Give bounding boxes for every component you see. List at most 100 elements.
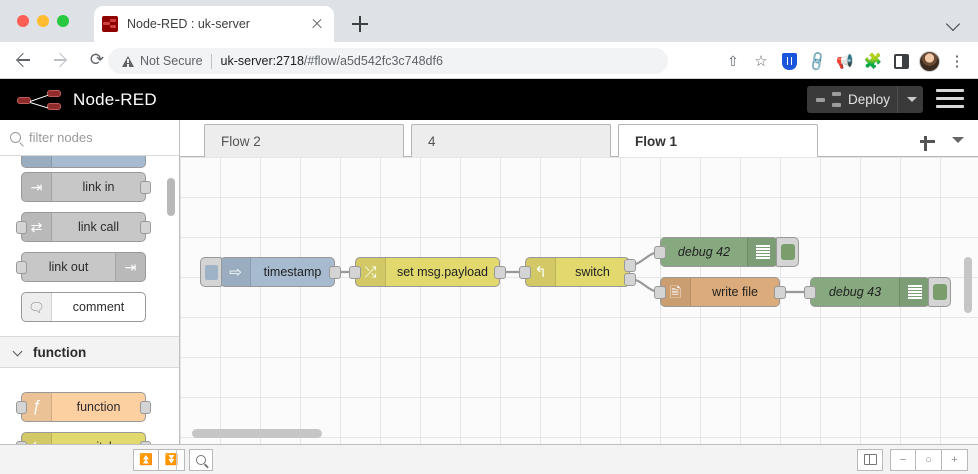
input-port[interactable] [16, 401, 27, 414]
canvas-horizontal-scrollbar[interactable] [192, 429, 322, 438]
input-port[interactable] [519, 266, 531, 279]
main-menu-hamburger-icon[interactable] [936, 88, 964, 110]
flow-tab-flow-2[interactable]: Flow 2 [204, 124, 404, 157]
output-port-1[interactable] [624, 259, 636, 272]
output-port[interactable] [140, 441, 151, 444]
deploy-flow-icon [815, 91, 842, 109]
debug-toggle-button[interactable] [776, 237, 799, 267]
palette-node-label: link call [78, 220, 119, 234]
new-tab-button[interactable] [349, 13, 371, 35]
security-label: Not Secure [140, 54, 203, 68]
flow-node-change[interactable]: ⤮ set msg.payload [349, 257, 506, 287]
divider [210, 53, 212, 69]
browser-toolbar-icons: ⇧ ☆ 🔗 📢 🧩 ⋮ [720, 48, 970, 74]
shield-extension-icon[interactable] [776, 48, 802, 74]
zoom-controls: − ○ + [857, 448, 968, 471]
flow-node-label: debug 42 [677, 245, 731, 259]
deploy-label: Deploy [847, 92, 890, 107]
nodered-favicon-icon [102, 16, 118, 32]
kebab-menu-icon[interactable]: ⋮ [949, 53, 965, 70]
input-port[interactable] [16, 441, 27, 444]
flow-node-inject[interactable]: ⇨ timestamp [200, 257, 341, 287]
brand-title: Node-RED [73, 89, 157, 109]
comment-icon: 🗨 [22, 293, 52, 321]
palette-node-label: function [76, 400, 121, 414]
megaphone-icon[interactable]: 📢 [836, 52, 854, 69]
input-port[interactable] [654, 286, 666, 299]
palette-node-function[interactable]: ƒ function [16, 392, 151, 422]
flow-tab-label: 4 [428, 133, 436, 149]
palette-node-link-in[interactable]: ⇥ link in [21, 172, 151, 202]
expand-all-icon[interactable]: ⏬ [159, 448, 185, 471]
side-panel-icon[interactable] [888, 48, 914, 74]
output-port[interactable] [140, 181, 151, 194]
add-flow-button[interactable] [918, 132, 936, 151]
zoom-in-button[interactable]: + [942, 448, 968, 471]
back-button[interactable] [8, 45, 38, 75]
inject-trigger-button[interactable] [200, 257, 222, 287]
deploy-button[interactable]: Deploy [806, 86, 923, 113]
input-port[interactable] [804, 286, 816, 299]
deploy-dropdown-chevron-icon[interactable] [897, 86, 923, 113]
flow-node-label: debug 43 [828, 285, 882, 299]
palette-node-label: comment [72, 300, 125, 314]
flow-node-write-file[interactable]: 🖹 write file [654, 277, 786, 307]
nodered-logo[interactable]: Node-RED [17, 89, 157, 111]
flow-node-debug-43[interactable]: debug 43 [804, 277, 951, 307]
palette-node-comment[interactable]: 🗨 comment [21, 292, 146, 322]
palette-node-link-call[interactable]: ⇄ link call [16, 212, 151, 242]
star-icon[interactable]: ☆ [754, 53, 768, 70]
browser-tab[interactable]: Node-RED : uk-server [94, 6, 334, 42]
flow-canvas[interactable]: ⇨ timestamp ⤮ set msg.payload ↰ switch d… [180, 157, 978, 444]
canvas-vertical-scrollbar[interactable] [964, 257, 972, 313]
palette-category-function[interactable]: function [0, 336, 179, 368]
url-host: uk-server:2718 [220, 54, 304, 68]
zoom-reset-button[interactable]: ○ [916, 448, 942, 471]
flow-tab-4[interactable]: 4 [411, 124, 611, 157]
flow-node-switch[interactable]: ↰ switch [519, 257, 636, 287]
share-icon[interactable]: ⇧ [727, 52, 739, 69]
palette-node-switch[interactable]: ↰ switch [16, 432, 151, 444]
palette-node-label: link out [48, 260, 89, 274]
palette-scrollbar[interactable] [167, 178, 175, 216]
flow-node-debug-42[interactable]: debug 42 [654, 237, 799, 267]
output-port[interactable] [494, 266, 506, 279]
flow-list-chevron-down-icon[interactable] [950, 135, 966, 147]
reload-icon[interactable]: ⟳ [89, 50, 105, 69]
output-port[interactable] [140, 401, 151, 414]
maximize-window-button[interactable] [57, 15, 69, 27]
debug-bars-icon [899, 278, 929, 306]
debug-toggle-button[interactable] [928, 277, 951, 307]
avatar[interactable] [916, 48, 942, 74]
search-flows-button[interactable] [189, 448, 213, 471]
input-port[interactable] [16, 221, 27, 234]
flow-tab-flow-1[interactable]: Flow 1 [618, 124, 818, 157]
link-icon[interactable]: 🔗 [804, 49, 829, 73]
node-icon [22, 156, 52, 167]
forward-button[interactable] [46, 45, 76, 75]
input-port[interactable] [16, 261, 27, 274]
output-port-2[interactable] [624, 273, 636, 286]
input-port[interactable] [349, 266, 361, 279]
nodered-logo-icon [17, 89, 63, 111]
close-window-button[interactable] [17, 15, 29, 27]
close-icon[interactable] [308, 15, 326, 33]
puzzle-extensions-icon[interactable]: 🧩 [863, 53, 883, 70]
chevron-down-icon[interactable] [947, 17, 960, 30]
flow-node-label: write file [712, 285, 758, 299]
output-port[interactable] [140, 221, 151, 234]
flow-tab-label: Flow 1 [635, 133, 678, 149]
palette-node-link-out[interactable]: ⇥ link out [16, 252, 146, 282]
link-out-icon: ⇥ [115, 253, 145, 281]
filter-nodes-input[interactable]: filter nodes [0, 120, 179, 156]
navigator-map-icon[interactable] [857, 448, 883, 471]
address-bar[interactable]: Not Secure uk-server:2718 /#flow/a5d542f… [108, 48, 668, 74]
minimize-window-button[interactable] [37, 15, 49, 27]
output-port[interactable] [329, 266, 341, 279]
output-port[interactable] [774, 286, 786, 299]
window-traffic-lights [17, 15, 69, 27]
palette-node-clipped[interactable] [21, 156, 146, 168]
zoom-out-button[interactable]: − [890, 448, 916, 471]
input-port[interactable] [654, 246, 666, 259]
collapse-all-icon[interactable]: ⏫ [133, 448, 159, 471]
